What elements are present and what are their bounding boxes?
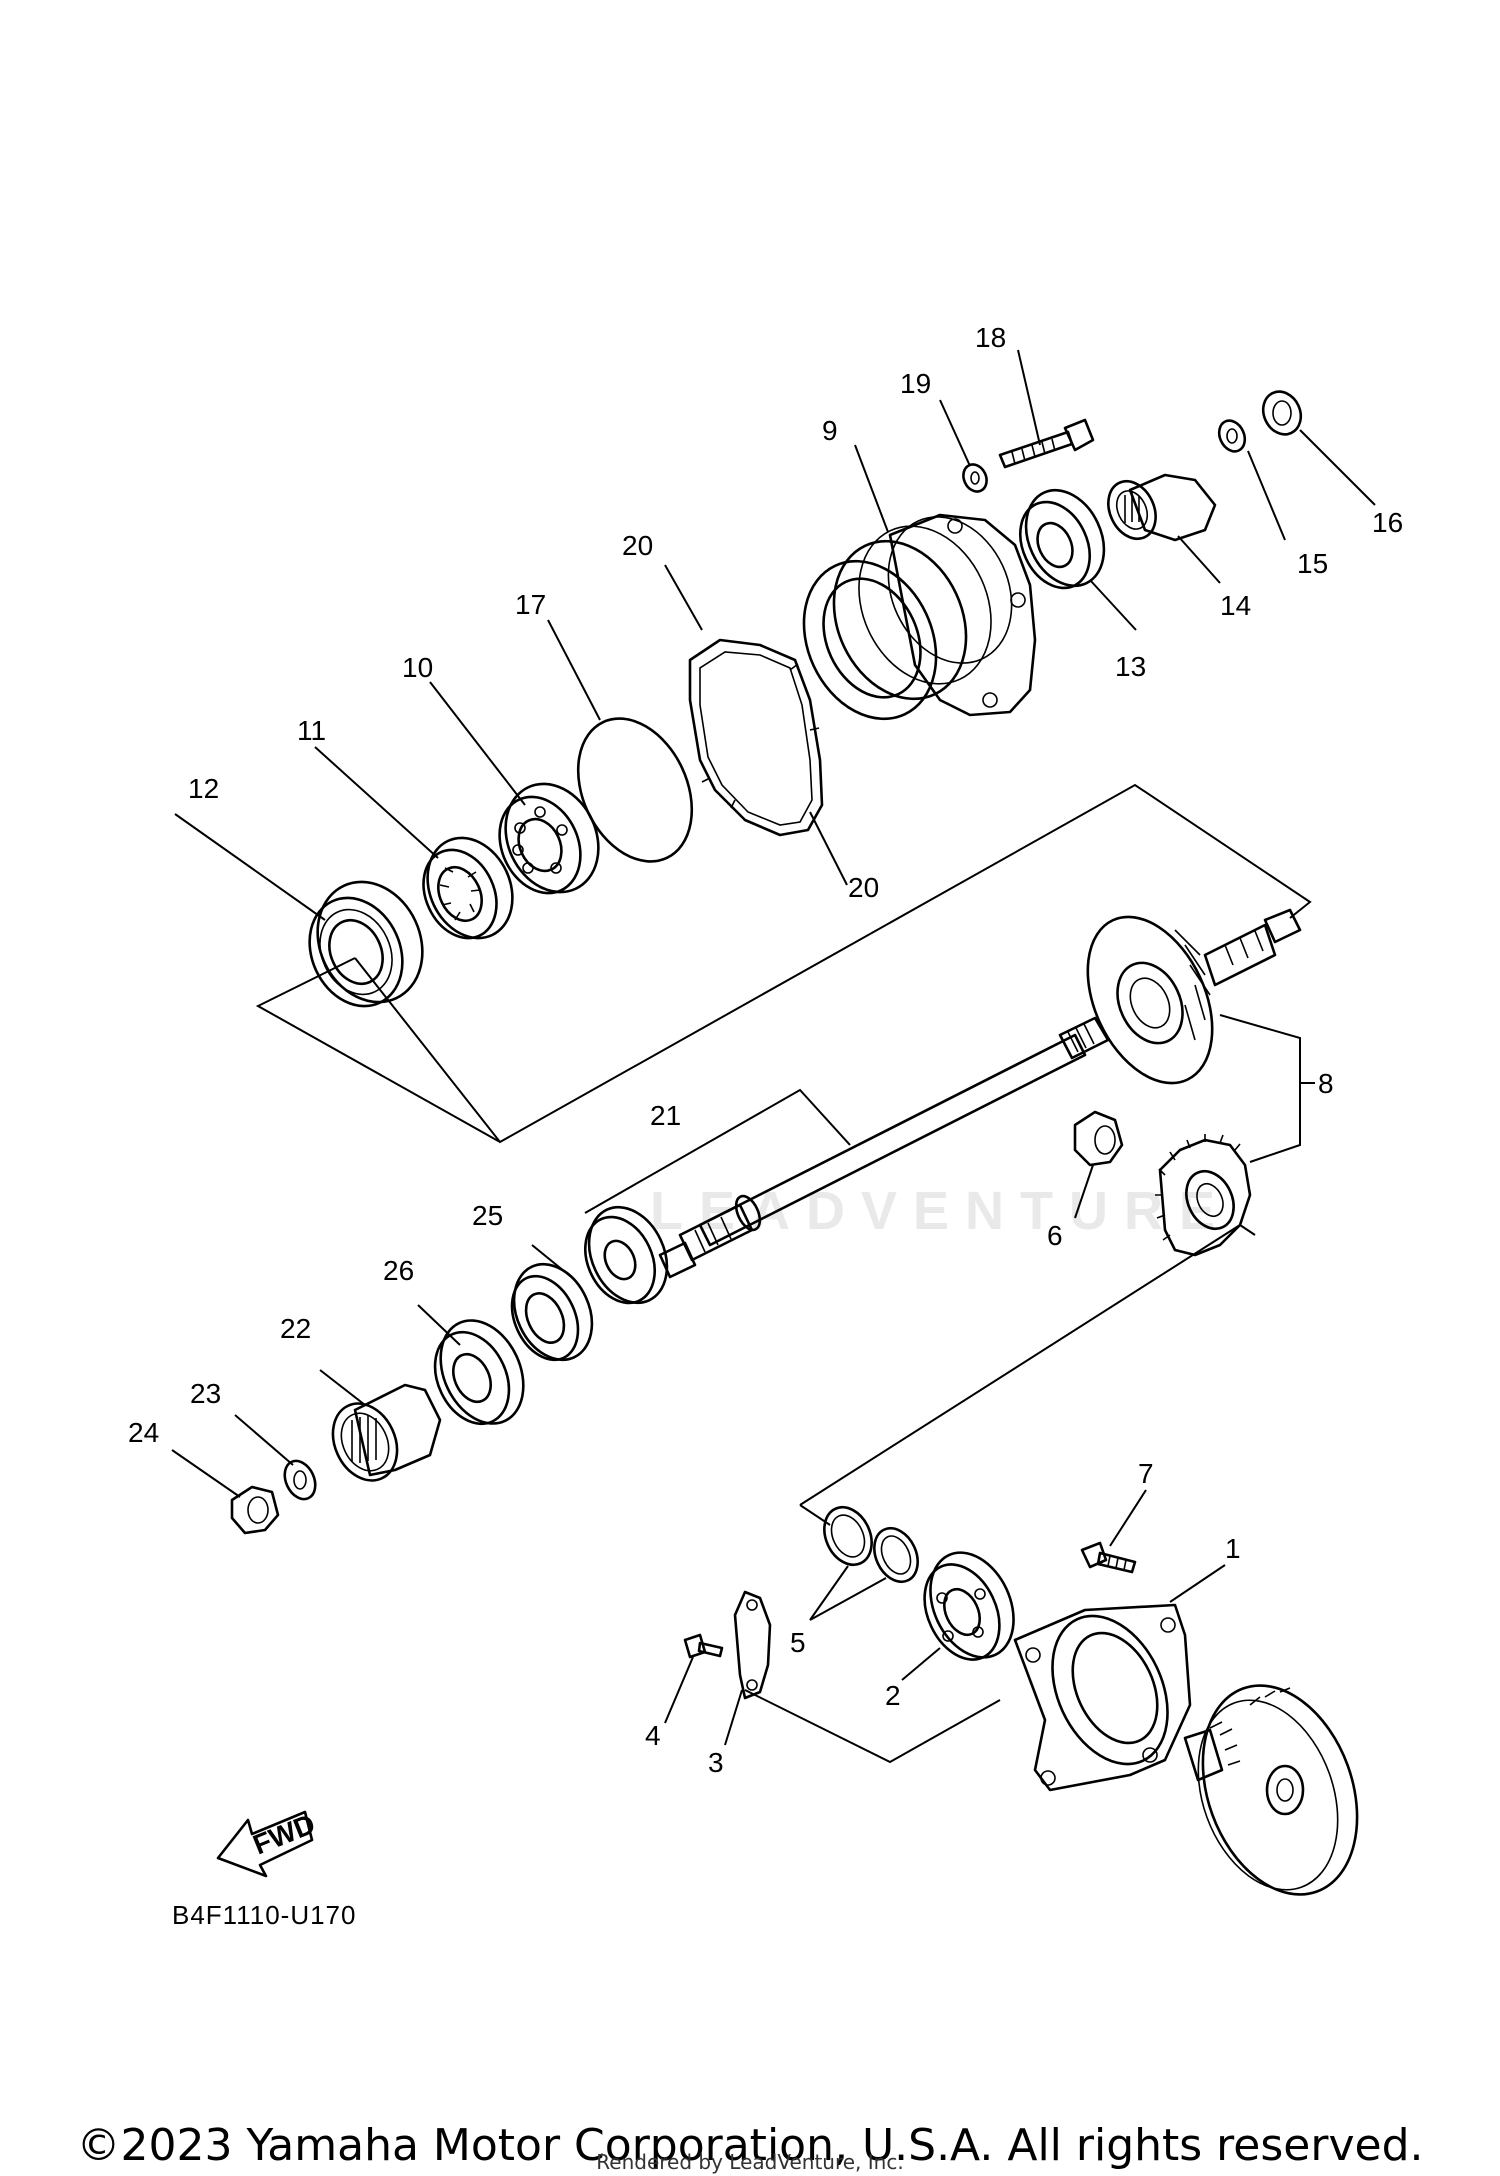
o-ring-part-17: [576, 717, 694, 863]
callout-10: 10: [402, 652, 433, 683]
callout-9: 9: [822, 415, 838, 446]
callout-22: 22: [280, 1313, 311, 1344]
gear-8-bracket: [1219, 1014, 1301, 1163]
callout-19: 19: [900, 368, 931, 399]
callout-12: 12: [188, 773, 219, 804]
forward-direction-arrow: FWD: [216, 1808, 319, 1878]
nut-part-6: [1073, 1110, 1124, 1167]
bolt-part-7: [1080, 1541, 1137, 1574]
retainer-part-11: [422, 836, 514, 940]
callout-6: 6: [1047, 1220, 1063, 1251]
shaft-group-outline: [584, 1088, 851, 1214]
bearing-housing-part-22: [331, 1383, 442, 1482]
callout-15: 15: [1297, 548, 1328, 579]
diagram-code: B4F1110-U170: [172, 1900, 357, 1930]
callout-1: 1: [1225, 1533, 1241, 1564]
callout-17: 17: [515, 589, 546, 620]
upper-group-outline-left: [255, 957, 501, 1143]
callout-25: 25: [472, 1200, 503, 1231]
retainer-part-25: [510, 1262, 594, 1362]
washer-part-19: [962, 463, 988, 493]
callout-16: 16: [1372, 507, 1403, 538]
rendered-by-notice: Rendered by LeadVenture, Inc.: [596, 2150, 904, 2174]
washer-part-23: [283, 1459, 317, 1501]
gasket-part-20: [688, 638, 824, 837]
callout-13: 13: [1115, 651, 1146, 682]
bevel-gear-part-8-lower: [1155, 1134, 1252, 1257]
leader-lines: [171, 349, 1376, 1746]
callout-20-bottom: 20: [848, 872, 879, 903]
bolt-part-18: [998, 418, 1095, 469]
callout-8: 8: [1318, 1068, 1334, 1099]
bearing-housing-part-14: [1107, 473, 1217, 542]
bearing-housing-part-1: [1013, 1603, 1192, 1792]
shims-part-5: [823, 1505, 919, 1584]
callout-11: 11: [297, 715, 326, 746]
bearing-part-2: [923, 1551, 1015, 1661]
callout-2: 2: [885, 1680, 901, 1711]
callout-7: 7: [1138, 1458, 1154, 1489]
bearing-part-25: [584, 1205, 669, 1305]
lower-group-outline: [799, 1223, 1256, 1506]
callout-4: 4: [645, 1720, 661, 1751]
callout-14: 14: [1220, 590, 1251, 621]
bevel-gear-part-8-upper: [1086, 908, 1302, 1085]
oil-seal-part-26: [433, 1319, 525, 1426]
callout-20-top: 20: [622, 530, 653, 561]
bearing-part-13: [1019, 488, 1106, 590]
copyright-notice: ©2023 Yamaha Motor Corporation, U.S.A. A…: [76, 2120, 1424, 2171]
bottom-group-outline: [744, 1689, 1001, 1764]
callout-5: 5: [790, 1627, 806, 1658]
drive-shaft-part-21: [658, 1016, 1110, 1279]
driven-gear: [1183, 1684, 1359, 1896]
nut-part-24: [230, 1485, 280, 1535]
callout-24: 24: [128, 1417, 159, 1448]
housing-part-9: [802, 513, 1037, 721]
callout-18: 18: [975, 322, 1006, 353]
nut-part-16: [1261, 390, 1303, 436]
upper-group-outline: [354, 783, 1312, 1144]
callout-23: 23: [190, 1378, 221, 1409]
lock-plate-part-3: [733, 1590, 772, 1700]
washer-part-15: [1217, 419, 1247, 453]
bearing-part-10: [498, 782, 600, 895]
callout-3: 3: [708, 1747, 724, 1778]
callout-26: 26: [383, 1255, 414, 1286]
callout-21: 21: [650, 1100, 681, 1131]
oil-seal-part-12: [308, 880, 424, 1008]
screw-part-4: [683, 1633, 724, 1659]
